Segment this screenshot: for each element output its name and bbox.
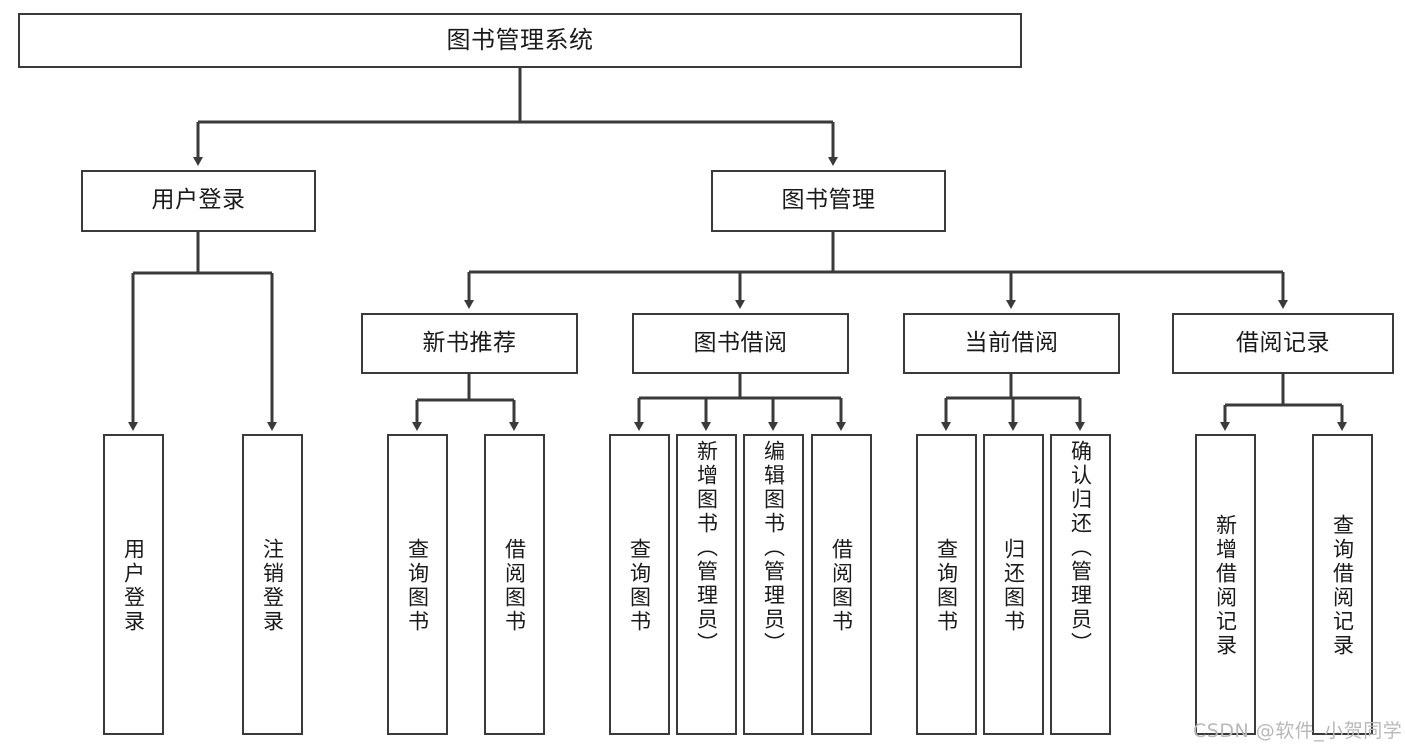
leaf-borrow-book-1-label: 借阅图书 [502,537,527,634]
node-borrow-record[interactable]: 借阅记录 [1172,313,1394,374]
node-root-label: 图书管理系统 [446,26,594,55]
leaf-logout[interactable]: 注销登录 [242,434,303,735]
leaf-edit-book[interactable]: 编辑图书（管理员） [743,434,804,735]
leaf-borrow-book-2[interactable]: 借阅图书 [811,434,872,735]
leaf-logout-label: 注销登录 [260,537,285,634]
node-new-book-recommend-label: 新书推荐 [422,329,517,356]
leaf-query-book-3-label: 查询图书 [934,537,959,634]
node-book-manage[interactable]: 图书管理 [711,170,946,232]
leaf-user-login[interactable]: 用户登录 [103,434,164,735]
node-book-manage-label: 图书管理 [781,187,876,214]
leaf-borrow-book-2-label: 借阅图书 [829,537,854,634]
leaf-query-book-2-label: 查询图书 [627,537,652,634]
node-book-borrow[interactable]: 图书借阅 [632,313,849,374]
leaf-query-book-1[interactable]: 查询图书 [387,434,448,735]
leaf-add-book[interactable]: 新增图书（管理员） [676,434,737,735]
node-current-borrow-label: 当前借阅 [964,329,1059,356]
leaf-user-login-label: 用户登录 [121,537,146,634]
node-book-borrow-label: 图书借阅 [693,329,788,356]
leaf-query-record-label: 查询借阅记录 [1330,513,1355,658]
leaf-query-book-2[interactable]: 查询图书 [609,434,670,735]
leaf-add-record-label: 新增借阅记录 [1213,513,1238,658]
leaf-query-book-1-label: 查询图书 [405,537,430,634]
node-user-login-label: 用户登录 [151,187,246,214]
node-borrow-record-label: 借阅记录 [1236,329,1330,356]
leaf-return-book-label: 归还图书 [1001,537,1026,634]
leaf-add-record[interactable]: 新增借阅记录 [1195,434,1256,735]
node-user-login[interactable]: 用户登录 [81,170,316,232]
node-current-borrow[interactable]: 当前借阅 [903,313,1120,374]
leaf-query-record[interactable]: 查询借阅记录 [1312,434,1373,735]
leaf-add-book-label: 新增图书（管理员） [694,440,719,656]
node-root[interactable]: 图书管理系统 [18,13,1022,68]
node-new-book-recommend[interactable]: 新书推荐 [361,313,578,374]
leaf-confirm-return-label: 确认归还（管理员） [1068,440,1093,656]
leaf-return-book[interactable]: 归还图书 [983,434,1044,735]
leaf-confirm-return[interactable]: 确认归还（管理员） [1050,434,1111,735]
leaf-query-book-3[interactable]: 查询图书 [916,434,977,735]
leaf-borrow-book-1[interactable]: 借阅图书 [484,434,545,735]
leaf-edit-book-label: 编辑图书（管理员） [761,440,786,656]
watermark-text: CSDN @软件_小贺同学 [1193,720,1403,742]
